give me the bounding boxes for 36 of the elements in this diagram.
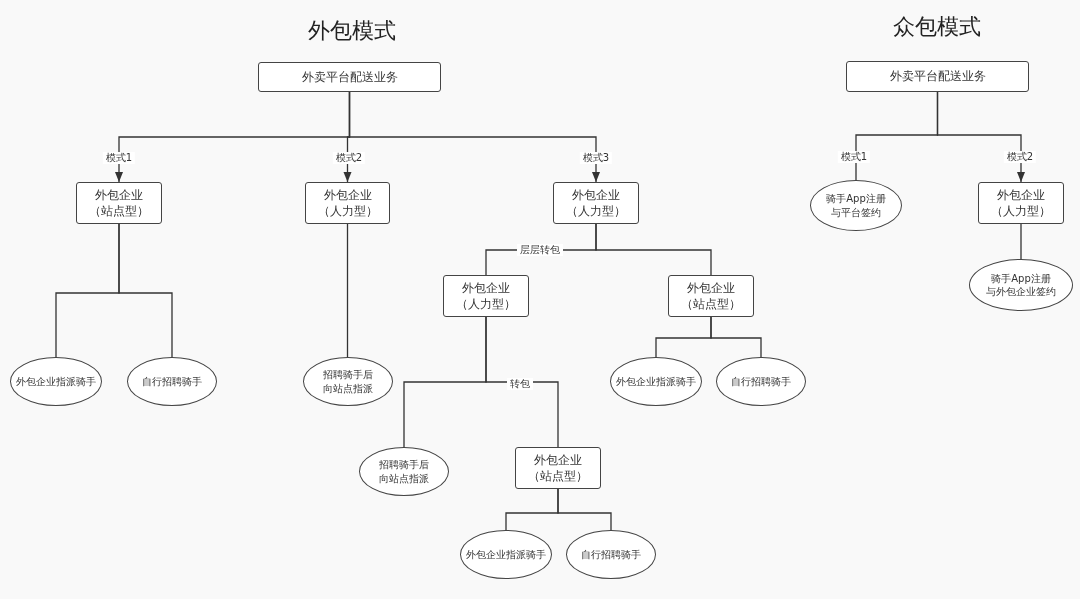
process-box: 外包企业（人力型）: [305, 182, 390, 224]
edge-label: 模式2: [332, 152, 366, 164]
connector: [936, 91, 1026, 183]
process-box: 外包企业（站点型）: [668, 275, 754, 317]
process-box: 外卖平台配送业务: [846, 61, 1029, 92]
connector: [710, 316, 762, 358]
process-box: 外包企业（站点型）: [515, 447, 601, 489]
edge-label: 转包: [507, 378, 533, 390]
heading: 众包模式: [893, 13, 981, 41]
process-ellipse: 外包企业指派骑手: [610, 357, 702, 406]
process-box: 外卖平台配送业务: [258, 62, 441, 92]
process-ellipse: 自行招聘骑手: [566, 530, 656, 579]
process-ellipse: 自行招聘骑手: [127, 357, 217, 406]
process-ellipse: 外包企业指派骑手: [460, 530, 552, 579]
connector: [118, 223, 173, 358]
heading: 外包模式: [308, 17, 396, 45]
connector: [348, 91, 601, 183]
process-ellipse: 招聘骑手后向站点指派: [302, 357, 393, 406]
process-ellipse: 外包企业指派骑手: [10, 357, 102, 406]
process-box: 外包企业（人力型）: [553, 182, 639, 224]
process-box: 外包企业（人力型）: [443, 275, 529, 317]
connector: [346, 223, 349, 358]
process-ellipse: 自行招聘骑手: [716, 357, 806, 406]
connector: [557, 488, 612, 531]
process-ellipse: 骑手App注册与平台签约: [810, 180, 902, 231]
process-ellipse: 骑手App注册与外包企业签约: [969, 259, 1073, 311]
edge-label: 模式3: [579, 152, 613, 164]
edge-label: 模式1: [102, 152, 136, 164]
process-box: 外包企业（人力型）: [978, 182, 1064, 224]
edge-label: 模式1: [837, 151, 871, 163]
process-box: 外包企业（站点型）: [76, 182, 162, 224]
edge-label: 模式2: [1003, 151, 1037, 163]
edge-label: 层层转包: [517, 244, 563, 256]
process-ellipse: 招聘骑手后向站点指派: [359, 447, 449, 496]
connector: [1020, 223, 1022, 260]
connector: [595, 223, 712, 276]
